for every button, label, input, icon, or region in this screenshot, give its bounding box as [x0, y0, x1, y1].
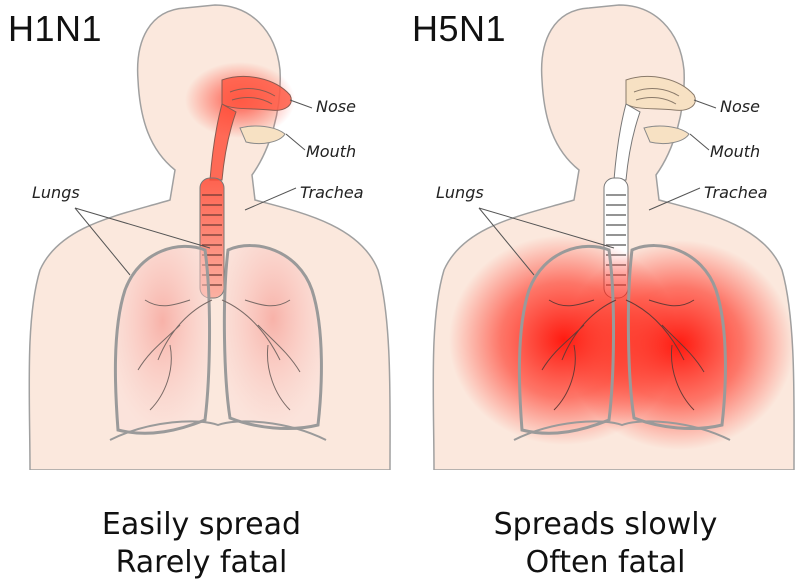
caption-spread: Spreads slowly — [404, 505, 807, 545]
caption-spread: Easily spread — [0, 505, 403, 545]
mouth-cavity — [644, 126, 689, 144]
label-trachea: Trachea — [704, 183, 768, 202]
right-lung-infection-glow — [564, 240, 794, 450]
panel-h1n1: Nose Mouth Trachea Lungs H1N1 Easily spr… — [0, 0, 403, 586]
caption-fatality: Rarely fatal — [0, 543, 403, 583]
panel-title: H5N1 — [412, 8, 506, 50]
label-trachea: Trachea — [300, 183, 364, 202]
label-lungs: Lungs — [436, 183, 484, 202]
label-mouth: Mouth — [710, 142, 760, 161]
caption-fatality: Often fatal — [404, 543, 807, 583]
label-nose: Nose — [720, 97, 760, 116]
label-mouth: Mouth — [306, 142, 356, 161]
panel-title: H1N1 — [8, 8, 102, 50]
mouth-cavity — [240, 126, 285, 144]
respiratory-illustration-h1n1: Nose Mouth Trachea Lungs — [0, 0, 403, 470]
label-nose: Nose — [316, 97, 356, 116]
panel-h5n1: Nose Mouth Trachea Lungs H5N1 Spreads sl… — [404, 0, 807, 586]
respiratory-illustration-h5n1: Nose Mouth Trachea Lungs — [404, 0, 807, 470]
label-lungs: Lungs — [32, 183, 80, 202]
